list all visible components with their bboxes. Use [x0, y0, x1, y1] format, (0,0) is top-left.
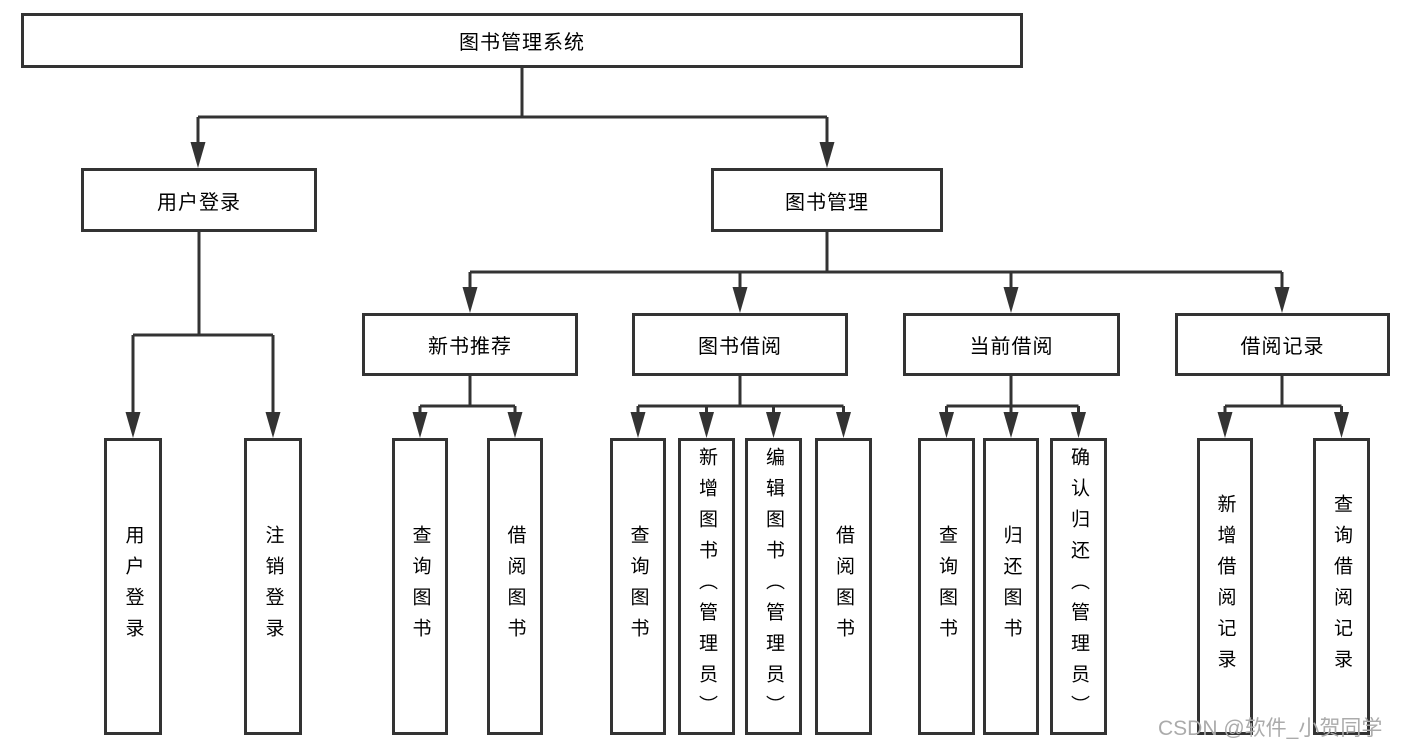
leaf-borrow-books: 借阅图书 — [815, 438, 872, 735]
node-user-login: 用户登录 — [81, 168, 317, 232]
node-label: 图书管理 — [785, 191, 869, 214]
node-label: 借阅图书 — [504, 524, 526, 649]
leaf-add-borrow-record: 新增借阅记录 — [1197, 438, 1253, 735]
node-book-management: 图书管理 — [711, 168, 943, 232]
node-label: 新增借阅记录 — [1214, 493, 1236, 680]
csdn-watermark: CSDN @软件_小贺同学 — [1158, 717, 1383, 740]
node-label: 查询借阅记录 — [1331, 493, 1352, 680]
connector-bookmgmt-children — [468, 232, 1284, 295]
connector-newbooks-children — [418, 376, 517, 420]
leaf-query-books-borrow: 查询图书 — [610, 438, 666, 735]
node-new-book-recommend: 新书推荐 — [362, 313, 578, 376]
node-current-borrowing: 当前借阅 — [903, 313, 1120, 376]
node-label: 新书推荐 — [428, 336, 512, 358]
leaf-add-book-admin: 新增图书（管理员） — [678, 438, 735, 735]
leaf-logout: 注销登录 — [244, 438, 302, 735]
leaf-borrow-books-recommend: 借阅图书 — [487, 438, 543, 735]
arrowheads — [125, 142, 1349, 438]
node-label: 查询图书 — [936, 524, 957, 649]
leaf-edit-book-admin: 编辑图书（管理员） — [745, 438, 802, 735]
node-label: 借阅图书 — [833, 524, 854, 649]
leaf-confirm-return-admin: 确认归还（管理员） — [1050, 438, 1107, 735]
leaf-query-books-current: 查询图书 — [918, 438, 975, 735]
node-label: 归还图书 — [1000, 524, 1022, 649]
node-label: 查询图书 — [627, 524, 649, 649]
connector-root-to-level2 — [196, 68, 829, 150]
node-label: 当前借阅 — [969, 336, 1054, 358]
node-label: 图书管理系统 — [459, 32, 585, 54]
node-label: 用户登录 — [157, 191, 241, 214]
leaf-query-borrow-record: 查询借阅记录 — [1313, 438, 1370, 735]
node-label: 图书借阅 — [698, 336, 782, 358]
connector-records-children — [1223, 376, 1343, 420]
node-label: 确认归还（管理员） — [1068, 447, 1089, 726]
node-label: 新增图书（管理员） — [696, 447, 717, 726]
leaf-query-books-recommend: 查询图书 — [392, 438, 448, 735]
node-label: 查询图书 — [409, 524, 431, 649]
node-root-system: 图书管理系统 — [21, 13, 1023, 68]
connector-bookborrow-children — [636, 376, 845, 420]
node-borrowing-records: 借阅记录 — [1175, 313, 1390, 376]
node-label: 用户登录 — [122, 524, 144, 649]
node-label: 注销登录 — [262, 524, 284, 649]
node-book-borrowing: 图书借阅 — [632, 313, 848, 376]
leaf-return-books: 归还图书 — [983, 438, 1039, 735]
node-label: 编辑图书（管理员） — [763, 447, 784, 726]
leaf-user-login: 用户登录 — [104, 438, 162, 735]
node-label: 借阅记录 — [1240, 336, 1325, 358]
connector-userlogin-children — [131, 232, 275, 420]
